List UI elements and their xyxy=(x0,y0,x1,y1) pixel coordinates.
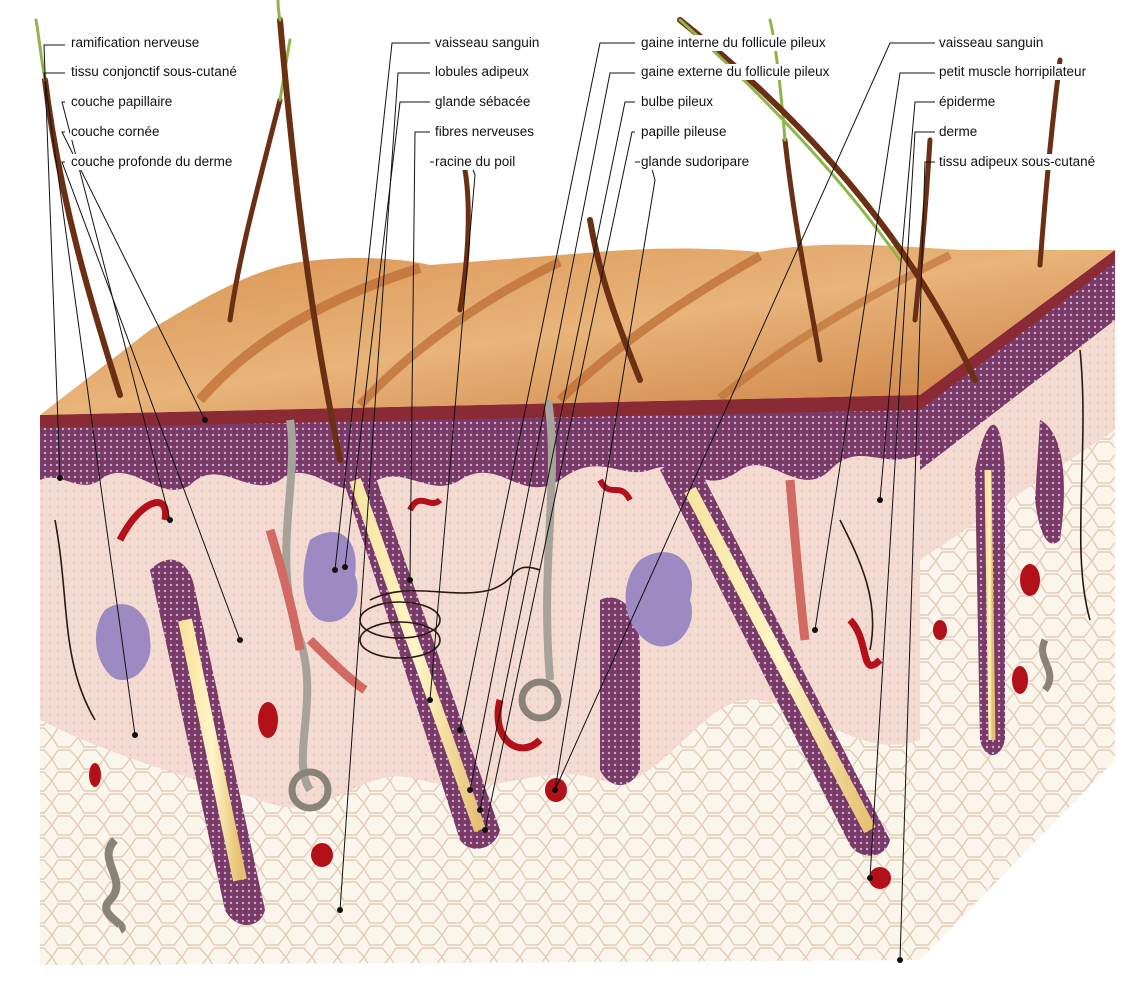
label-papille-pileuse: papille pileuse xyxy=(640,124,728,140)
label-glande-sebacee: glande sébacée xyxy=(434,94,531,110)
label-bulbe-pileux: bulbe pileux xyxy=(640,94,714,110)
label-epiderme: épiderme xyxy=(938,94,996,110)
label-gaine-externe: gaine externe du follicule pileux xyxy=(640,64,830,80)
label-derme: derme xyxy=(938,124,978,140)
label-vaisseau-sanguin-1: vaisseau sanguin xyxy=(434,35,540,51)
label-vaisseau-sanguin-2: vaisseau sanguin xyxy=(938,35,1044,51)
label-ramification-nerveuse: ramification nerveuse xyxy=(70,35,200,51)
label-lobules-adipeux: lobules adipeux xyxy=(434,64,530,80)
label-tissu-conjonctif: tissu conjonctif sous-cutané xyxy=(70,64,238,80)
label-racine-du-poil: racine du poil xyxy=(434,154,516,170)
label-tissu-adipeux: tissu adipeux sous-cutané xyxy=(938,154,1096,170)
label-couche-profonde: couche profonde du derme xyxy=(70,154,233,170)
label-fibres-nerveuses: fibres nerveuses xyxy=(434,124,535,140)
label-glande-sudoripare: glande sudoripare xyxy=(640,154,750,170)
label-gaine-interne: gaine interne du follicule pileux xyxy=(640,35,827,51)
label-couche-cornee: couche cornée xyxy=(70,124,161,140)
label-couche-papillaire: couche papillaire xyxy=(70,94,173,110)
label-muscle-horripilateur: petit muscle horripilateur xyxy=(938,64,1087,80)
